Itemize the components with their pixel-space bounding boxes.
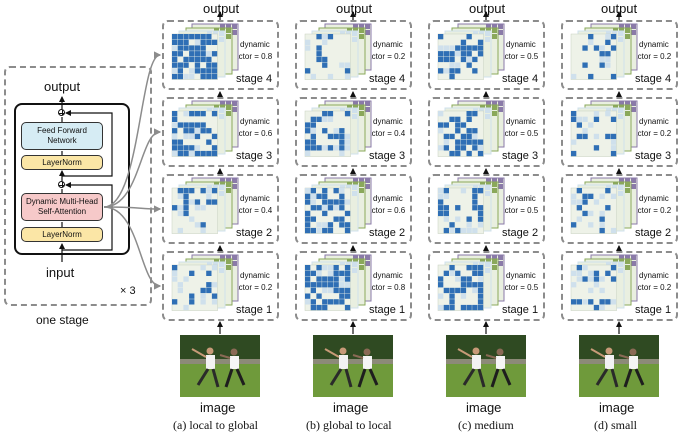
col3-image (446, 335, 526, 397)
col3-s3-dyn: dynamic (506, 117, 536, 126)
col2-image (313, 335, 393, 397)
col4-s2-factor: factor = 0.2 (631, 206, 672, 215)
col3-image-label: image (466, 400, 502, 415)
one-stage-caption: one stage (36, 313, 89, 327)
col4-s1-dyn: dynamic (639, 271, 669, 280)
layernorm-bottom-block: LayerNorm (21, 227, 103, 242)
one-stage-output-label: output (44, 79, 81, 94)
col4-s4-factor: factor = 0.2 (631, 52, 672, 61)
col2-output: output (336, 1, 373, 16)
col1-s1-label: stage 1 (236, 304, 273, 316)
col1-stage4-panel (162, 20, 279, 90)
col1-s2-label: stage 2 (236, 227, 273, 239)
col1-s4-dyn: dynamic (240, 40, 270, 49)
col1-stage1-panel (162, 251, 279, 321)
col3-s1-factor: factor = 0.5 (498, 283, 539, 292)
col1-output: output (203, 1, 240, 16)
col2-s4-dyn: dynamic (373, 40, 403, 49)
col3-stage2-panel (428, 174, 545, 244)
col2-s4-label: stage 4 (369, 73, 406, 85)
attention-block: Dynamic Multi-Head Self-Attention (21, 193, 103, 221)
col1-s4-factor: factor = 0.8 (232, 52, 273, 61)
col4-stage2-panel (561, 174, 678, 244)
col2-s2-label: stage 2 (369, 227, 406, 239)
col2-s4-factor: factor = 0.2 (365, 52, 406, 61)
col1-s1-factor: factor = 0.2 (232, 283, 273, 292)
col4-s4-dyn: dynamic (639, 40, 669, 49)
col4-s2-dyn: dynamic (639, 194, 669, 203)
repeat-label: × 3 (120, 285, 136, 297)
col1-stage3-panel (162, 97, 279, 167)
col1-stage2-panel (162, 174, 279, 244)
col2-s3-dyn: dynamic (373, 117, 403, 126)
col2-s1-factor: factor = 0.8 (365, 283, 406, 292)
residual-add-top (58, 109, 65, 116)
col1-image-label: image (200, 400, 236, 415)
col2-stage4-panel (295, 20, 412, 90)
col2-s1-label: stage 1 (369, 304, 406, 316)
col4-s3-factor: factor = 0.2 (631, 129, 672, 138)
col2-image-label: image (333, 400, 369, 415)
col4-caption: (d) small (594, 418, 637, 432)
col3-s3-label: stage 3 (502, 150, 539, 162)
col1-s3-dyn: dynamic (240, 117, 270, 126)
col1-s4-label: stage 4 (236, 73, 273, 85)
col4-s1-factor: factor = 0.2 (631, 283, 672, 292)
col3-s1-dyn: dynamic (506, 271, 536, 280)
col1-s3-label: stage 3 (236, 150, 273, 162)
col2-s3-factor: factor = 0.4 (365, 129, 406, 138)
col1-s2-dyn: dynamic (240, 194, 270, 203)
col2-s3-label: stage 3 (369, 150, 406, 162)
col4-stage4-panel (561, 20, 678, 90)
col3-output: output (469, 1, 506, 16)
col1-s2-factor: factor = 0.4 (232, 206, 273, 215)
col2-s2-dyn: dynamic (373, 194, 403, 203)
col4-stage1-panel (561, 251, 678, 321)
col4-s3-label: stage 3 (635, 150, 672, 162)
col4-stage3-panel (561, 97, 678, 167)
col4-s4-label: stage 4 (635, 73, 672, 85)
col3-s2-factor: factor = 0.5 (498, 206, 539, 215)
col2-caption: (b) global to local (306, 418, 392, 432)
col1-s3-factor: factor = 0.6 (232, 129, 273, 138)
col2-s2-factor: factor = 0.6 (365, 206, 406, 215)
col3-stage1-panel (428, 251, 545, 321)
col2-s1-dyn: dynamic (373, 271, 403, 280)
col3-s2-dyn: dynamic (506, 194, 536, 203)
col3-s4-dyn: dynamic (506, 40, 536, 49)
col1-image (180, 335, 260, 397)
layernorm-top-block: LayerNorm (21, 155, 103, 170)
col4-s3-dyn: dynamic (639, 117, 669, 126)
col3-stage4-panel (428, 20, 545, 90)
col3-s2-label: stage 2 (502, 227, 539, 239)
col3-s3-factor: factor = 0.5 (498, 129, 539, 138)
col2-stage3-panel (295, 97, 412, 167)
col3-caption: (c) medium (458, 418, 514, 432)
col1-caption: (a) local to global (173, 418, 258, 432)
col3-stage3-panel (428, 97, 545, 167)
col4-image-label: image (599, 400, 635, 415)
col4-output: output (601, 1, 638, 16)
col3-s1-label: stage 1 (502, 304, 539, 316)
col4-s2-label: stage 2 (635, 227, 672, 239)
residual-add-bottom (58, 181, 65, 188)
col2-stage1-panel (295, 251, 412, 321)
col4-s1-label: stage 1 (635, 304, 672, 316)
feed-forward-block: Feed Forward Network (21, 122, 103, 150)
col3-s4-label: stage 4 (502, 73, 539, 85)
one-stage-input-label: input (46, 265, 75, 280)
col1-s1-dyn: dynamic (240, 271, 270, 280)
col2-stage2-panel (295, 174, 412, 244)
col3-s4-factor: factor = 0.5 (498, 52, 539, 61)
col4-image (579, 335, 659, 397)
